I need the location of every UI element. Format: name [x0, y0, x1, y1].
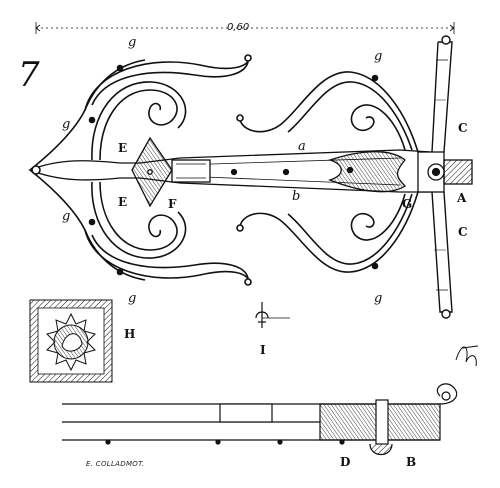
scale-label: 0,60 [227, 22, 250, 33]
label-C-bottom: C [458, 225, 468, 239]
figure-number: 7 [18, 55, 40, 95]
section-view [62, 383, 458, 456]
hinge-strap [28, 136, 473, 208]
pintle-plate [431, 35, 453, 319]
label-b: b [292, 189, 301, 204]
dimension-line [35, 22, 455, 34]
label-E-top: E [118, 141, 128, 155]
nail-detail [255, 302, 290, 328]
engraver-signature: E. COLLADMOT. [86, 460, 145, 468]
label-g-top-right: g [374, 49, 383, 64]
label-B: B [406, 455, 417, 469]
label-g-bottom-right: g [374, 291, 383, 306]
label-g-left-upper: g [62, 117, 71, 132]
label-C-top: C [458, 121, 468, 135]
label-G: G [402, 197, 413, 211]
rosette-detail [29, 299, 113, 383]
label-g-left-lower: g [62, 209, 71, 224]
monogram-sketch [455, 345, 479, 367]
left-scrollwork [29, 54, 252, 286]
label-D: D [340, 455, 351, 469]
label-F: F [168, 197, 177, 211]
label-I: I [260, 343, 266, 357]
label-E-bottom: E [118, 195, 128, 209]
label-g-top-left: g [128, 35, 137, 50]
label-H: H [124, 327, 136, 341]
label-a: a [298, 139, 306, 154]
label-A: A [457, 191, 467, 205]
label-g-bottom-left: g [128, 291, 137, 306]
right-scrollwork [236, 71, 419, 273]
